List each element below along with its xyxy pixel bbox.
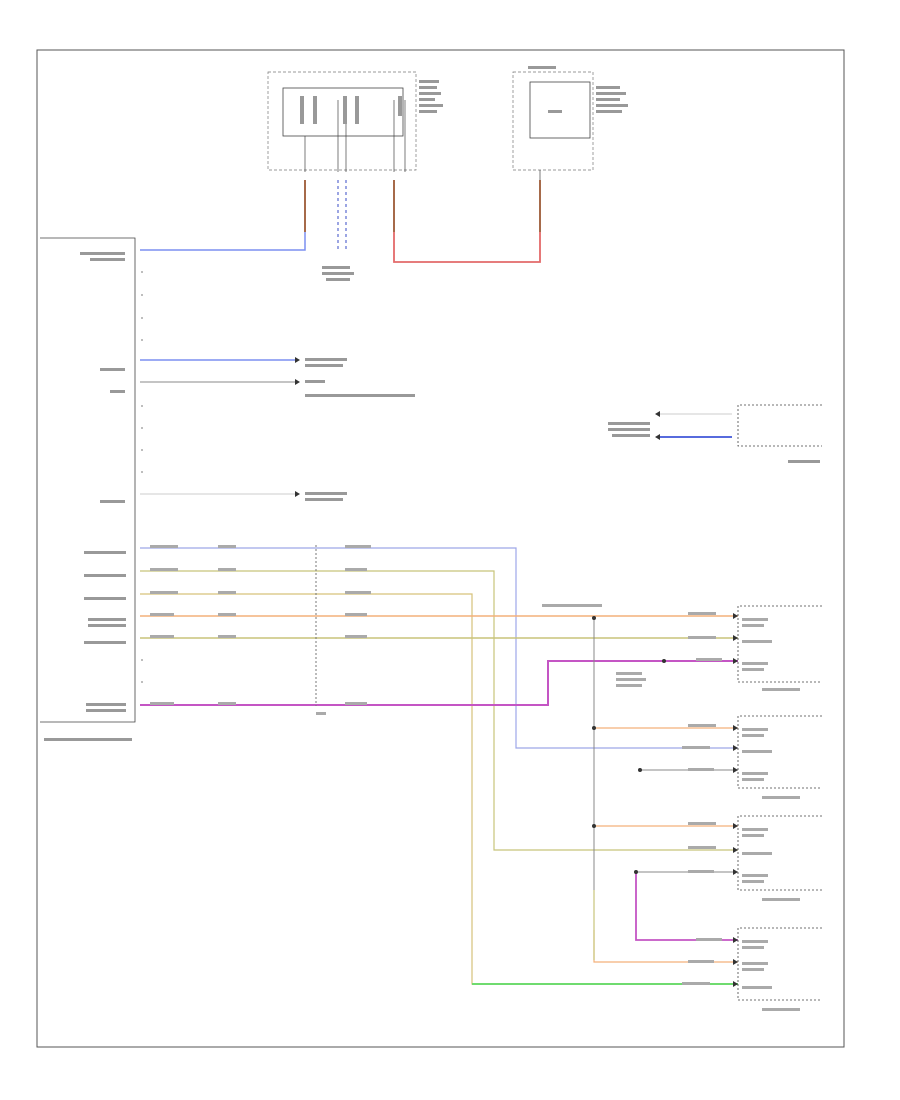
cluster-block — [608, 404, 822, 463]
wire-blue-top — [140, 232, 306, 251]
middle-left-wiring — [140, 357, 415, 501]
connector-node-icon — [733, 613, 738, 987]
top-wiring — [140, 180, 541, 281]
splice-dot-icon — [592, 616, 666, 874]
sensor-boxes — [733, 605, 822, 1011]
wire-red — [393, 180, 541, 263]
left-main-module — [40, 237, 143, 741]
top-left-module — [267, 71, 443, 172]
sensor-wiring — [140, 545, 738, 985]
diagram-frame — [36, 49, 845, 1048]
top-right-module — [512, 66, 628, 180]
